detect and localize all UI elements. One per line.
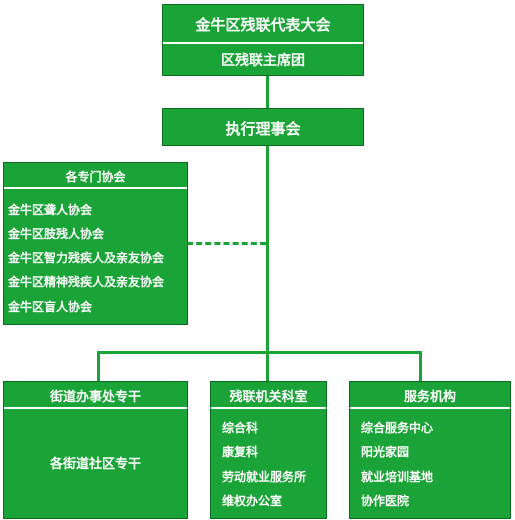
connector-associations-dashed <box>187 242 266 245</box>
connector-congress-council <box>266 75 269 109</box>
associations-title: 各专门协会 <box>65 170 126 184</box>
association-item: 金牛区精神残疾人及亲友协会 <box>8 275 165 289</box>
service-item: 阳光家园 <box>361 445 410 459</box>
association-item: 金牛区聋人协会 <box>8 203 93 217</box>
street-divider <box>4 407 187 409</box>
council-title: 执行理事会 <box>225 120 301 138</box>
offices-box: 残联机关科室 综合科 康复科 劳动就业服务所 维权办公室 <box>210 381 327 519</box>
congress-title: 金牛区残联代表大会 <box>195 16 331 34</box>
services-title: 服务机构 <box>403 390 456 405</box>
association-item: 金牛区肢残人协会 <box>8 227 105 241</box>
services-box: 服务机构 综合服务中心 阳光家园 就业培训基地 协作医院 <box>349 381 511 519</box>
associations-box: 各专门协会 金牛区聋人协会 金牛区肢残人协会 金牛区智力残疾人及亲友协会 金牛区… <box>3 162 188 325</box>
street-content: 各街道社区专干 <box>49 457 141 472</box>
service-item: 综合服务中心 <box>361 421 434 435</box>
offices-title: 残联机关科室 <box>229 390 308 405</box>
office-item: 维权办公室 <box>222 494 283 508</box>
service-item: 协作医院 <box>361 494 410 508</box>
association-item: 金牛区智力残疾人及亲友协会 <box>8 251 165 265</box>
connector-branch-services <box>419 351 422 382</box>
connector-branch-street <box>97 351 100 382</box>
congress-divider <box>163 42 363 44</box>
associations-divider <box>4 187 187 189</box>
services-divider <box>350 407 510 409</box>
street-box: 街道办事处专干 各街道社区专干 <box>3 381 188 519</box>
service-item: 就业培训基地 <box>361 470 434 484</box>
office-item: 劳动就业服务所 <box>222 470 307 484</box>
office-item: 综合科 <box>222 421 259 435</box>
offices-divider <box>211 407 326 409</box>
street-title: 街道办事处专干 <box>49 390 141 405</box>
connector-branch-bar <box>97 351 422 354</box>
congress-subtitle: 区残联主席团 <box>221 53 305 69</box>
association-item: 金牛区盲人协会 <box>8 300 93 314</box>
office-item: 康复科 <box>222 445 259 459</box>
connector-council-trunk <box>266 145 269 382</box>
council-box: 执行理事会 <box>162 108 364 146</box>
congress-box: 金牛区残联代表大会 区残联主席团 <box>162 4 364 76</box>
